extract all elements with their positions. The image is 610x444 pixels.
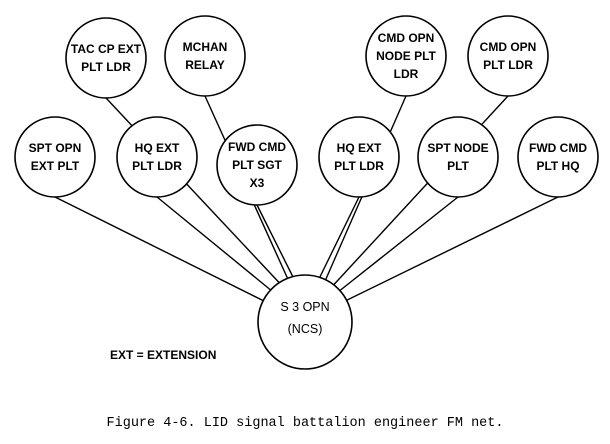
connector-fwd-cmd-plt-sgt-x3 bbox=[256, 204, 298, 286]
station-spt-opn-ext-plt-label-line-2: EXT PLT bbox=[31, 159, 80, 173]
station-cmd-opn-plt-ldr: CMD OPN PLT LDR bbox=[467, 15, 549, 97]
station-spt-node-plt-label-line-1: SPT NODE bbox=[427, 141, 488, 155]
station-circle bbox=[65, 17, 147, 99]
hub-label-line-2: (NCS) bbox=[288, 322, 323, 336]
station-hq-ext-plt-ldr-left-label-line-2: PLT LDR bbox=[132, 159, 182, 173]
station-circle bbox=[164, 15, 246, 97]
station-circle bbox=[14, 116, 96, 198]
station-circle bbox=[216, 124, 298, 206]
legend-text: EXT = EXTENSION bbox=[110, 348, 217, 362]
station-cmd-opn-node-plt-ldr: CMD OPN NODE PLT LDR bbox=[365, 15, 447, 97]
hub-circle bbox=[257, 274, 353, 370]
station-hq-ext-plt-ldr-left-label-line-1: HQ EXT bbox=[135, 141, 180, 155]
station-fwd-cmd-plt-hq: FWD CMD PLT HQ bbox=[517, 116, 599, 198]
station-cmd-opn-node-plt-ldr-label-line-3: LDR bbox=[394, 67, 419, 81]
station-circle bbox=[365, 15, 447, 97]
station-fwd-cmd-plt-sgt-x3-label-line-3: X3 bbox=[250, 176, 265, 190]
station-spt-opn-ext-plt: SPT OPN EXT PLT bbox=[14, 116, 96, 198]
station-spt-node-plt-label-line-2: PLT bbox=[447, 159, 469, 173]
station-fwd-cmd-plt-sgt-x3-label-line-2: PLT SGT bbox=[232, 158, 282, 172]
connector-fwd-cmd-plt-hq bbox=[338, 196, 559, 305]
station-circle bbox=[517, 116, 599, 198]
station-tac-cp-ext-plt-ldr: TAC CP EXT PLT LDR bbox=[65, 17, 147, 99]
station-cmd-opn-node-plt-ldr-label-line-1: CMD OPN bbox=[378, 31, 435, 45]
station-cmd-opn-plt-ldr-label-line-1: CMD OPN bbox=[480, 40, 537, 54]
net-control-station: S 3 OPN (NCS) bbox=[257, 274, 353, 370]
station-spt-node-plt: SPT NODE PLT bbox=[417, 116, 499, 198]
connector-spt-opn-ext-plt bbox=[54, 196, 271, 305]
connector-hq-ext-plt-ldr-right bbox=[315, 196, 360, 286]
net-stations: TAC CP EXT PLT LDR MCHAN RELAY CMD OPN NODE P… bbox=[14, 15, 599, 206]
station-hq-ext-plt-ldr-right-label-line-1: HQ EXT bbox=[337, 141, 382, 155]
station-circle bbox=[417, 116, 499, 198]
hub-label-line-1: S 3 OPN bbox=[280, 300, 329, 314]
fm-net-diagram: TAC CP EXT PLT LDR MCHAN RELAY CMD OPN NODE P… bbox=[14, 15, 599, 370]
station-cmd-opn-node-plt-ldr-label-line-2: NODE PLT bbox=[376, 49, 436, 63]
connector-spt-node-plt bbox=[332, 196, 459, 297]
station-mchan-relay: MCHAN RELAY bbox=[164, 15, 246, 97]
station-mchan-relay-label-line-2: RELAY bbox=[185, 58, 225, 72]
station-fwd-cmd-plt-hq-label-line-1: FWD CMD bbox=[529, 141, 587, 155]
station-tac-cp-ext-plt-ldr-label-line-2: PLT LDR bbox=[81, 60, 131, 74]
station-fwd-cmd-plt-hq-label-line-2: PLT HQ bbox=[536, 159, 579, 173]
figure-caption: Figure 4-6. LID signal battalion enginee… bbox=[106, 416, 504, 431]
station-cmd-opn-plt-ldr-label-line-2: PLT LDR bbox=[483, 58, 533, 72]
station-spt-opn-ext-plt-label-line-1: SPT OPN bbox=[29, 141, 82, 155]
station-fwd-cmd-plt-sgt-x3-label-line-1: FWD CMD bbox=[228, 140, 286, 154]
station-hq-ext-plt-ldr-left: HQ EXT PLT LDR bbox=[116, 116, 198, 198]
station-hq-ext-plt-ldr-right-label-line-2: PLT LDR bbox=[334, 159, 384, 173]
station-circle bbox=[318, 116, 400, 198]
station-circle bbox=[467, 15, 549, 97]
connector-hq-ext-plt-ldr-left bbox=[156, 196, 279, 297]
station-circle bbox=[116, 116, 198, 198]
station-tac-cp-ext-plt-ldr-label-line-1: TAC CP EXT bbox=[71, 42, 142, 56]
station-fwd-cmd-plt-sgt-x3: FWD CMD PLT SGT X3 bbox=[216, 124, 298, 206]
station-mchan-relay-label-line-1: MCHAN bbox=[183, 40, 228, 54]
station-hq-ext-plt-ldr-right: HQ EXT PLT LDR bbox=[318, 116, 400, 198]
